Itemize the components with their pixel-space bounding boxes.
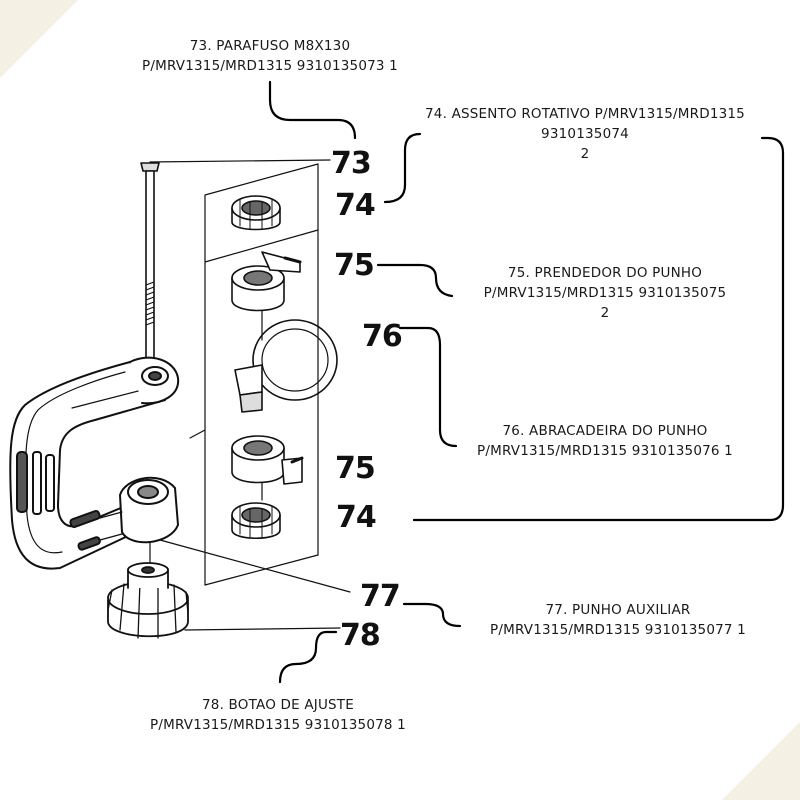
part-number-74-upper: 74 bbox=[335, 188, 375, 223]
part-number-76: 76 bbox=[362, 319, 402, 354]
callout-78-line-1: 78. BOTAO DE AJUSTE bbox=[202, 697, 354, 713]
callout-77-line-2: P/MRV1315/MRD1315 9310135077 1 bbox=[490, 622, 746, 638]
adjusting-knob bbox=[107, 562, 189, 639]
callout-leader-lines bbox=[268, 80, 785, 684]
callout-74-assento-rotativo: 74. ASSENTO ROTATIVO P/MRV1315/MRD1315 9… bbox=[405, 104, 765, 164]
callout-73-line-1: 73. PARAFUSO M8X130 bbox=[189, 38, 351, 54]
corner-decoration-top-left bbox=[0, 0, 78, 78]
callout-77-punho-auxiliar: 77. PUNHO AUXILIAR P/MRV1315/MRD1315 931… bbox=[468, 600, 768, 640]
rotating-seat-upper bbox=[231, 195, 281, 231]
part-number-78: 78 bbox=[340, 618, 380, 653]
part-number-77: 77 bbox=[360, 579, 400, 614]
callout-75-line-3: 2 bbox=[600, 305, 610, 321]
callout-75-prendedor: 75. PRENDEDOR DO PUNHO P/MRV1315/MRD1315… bbox=[455, 263, 755, 323]
part-number-75-lower: 75 bbox=[335, 451, 375, 486]
handle-holder-lower bbox=[231, 435, 304, 485]
corner-decoration-bottom-right bbox=[722, 722, 800, 800]
callout-73-parafuso: 73. PARAFUSO M8X130 P/MRV1315/MRD1315 93… bbox=[120, 36, 420, 76]
handle-holder-upper bbox=[231, 251, 302, 312]
callout-78-line-2: P/MRV1315/MRD1315 9310135078 1 bbox=[150, 717, 406, 733]
part-number-75-upper: 75 bbox=[334, 248, 374, 283]
rotating-seat-lower bbox=[231, 502, 281, 539]
callout-76-abracadeira: 76. ABRACADEIRA DO PUNHO P/MRV1315/MRD13… bbox=[455, 421, 755, 461]
handle-clamp bbox=[234, 319, 338, 413]
callout-75-line-2: P/MRV1315/MRD1315 9310135075 bbox=[483, 285, 727, 301]
callout-76-line-1: 76. ABRACADEIRA DO PUNHO bbox=[502, 423, 708, 439]
auxiliary-handle bbox=[9, 356, 180, 570]
part-number-74-lower: 74 bbox=[336, 500, 376, 535]
callout-77-line-1: 77. PUNHO AUXILIAR bbox=[545, 602, 691, 618]
callout-74-line-2: 9310135074 bbox=[541, 126, 629, 142]
callout-74-line-3: 2 bbox=[580, 146, 590, 162]
callout-78-botao-ajuste: 78. BOTAO DE AJUSTE P/MRV1315/MRD1315 93… bbox=[128, 695, 428, 735]
part-number-labels: 73 74 75 76 75 74 77 78 bbox=[331, 146, 403, 653]
callout-75-line-1: 75. PRENDEDOR DO PUNHO bbox=[507, 265, 703, 281]
callout-74-line-1: 74. ASSENTO ROTATIVO P/MRV1315/MRD1315 bbox=[425, 106, 745, 122]
callout-76-line-2: P/MRV1315/MRD1315 9310135076 1 bbox=[477, 443, 733, 459]
bolt-m8x130 bbox=[140, 162, 160, 377]
callout-73-line-2: P/MRV1315/MRD1315 9310135073 1 bbox=[142, 58, 398, 74]
part-number-73: 73 bbox=[331, 146, 371, 181]
